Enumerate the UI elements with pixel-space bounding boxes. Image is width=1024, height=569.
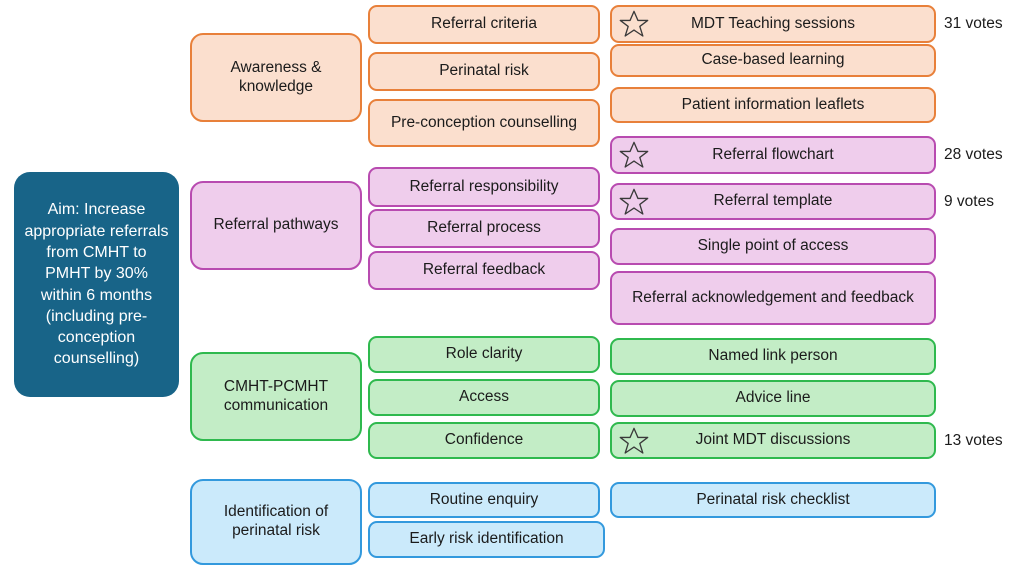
secondary-driver-awareness-2[interactable]: Pre-conception counselling — [368, 99, 600, 147]
change-idea-cmht-pcmht-communication-2-label: Joint MDT discussions — [695, 431, 851, 449]
driver-box-cmht-pcmht-communication[interactable]: CMHT-PCMHT communication — [190, 352, 362, 441]
driver-box-awareness[interactable]: Awareness & knowledge — [190, 33, 362, 122]
driver-box-cmht-pcmht-communication-label: CMHT-PCMHT communication — [223, 377, 329, 414]
secondary-driver-cmht-pcmht-communication-2[interactable]: Confidence — [368, 422, 600, 459]
secondary-driver-referral-pathways-0-label: Referral responsibility — [409, 177, 559, 195]
secondary-driver-cmht-pcmht-communication-1[interactable]: Access — [368, 379, 600, 416]
driver-box-referral-pathways[interactable]: Referral pathways — [190, 181, 362, 270]
secondary-driver-referral-pathways-0[interactable]: Referral responsibility — [368, 167, 600, 207]
secondary-driver-awareness-1[interactable]: Perinatal risk — [368, 52, 600, 91]
aim-box-label: Aim: Increase appropriate referrals from… — [24, 201, 169, 368]
secondary-driver-cmht-pcmht-communication-0-label: Role clarity — [445, 345, 523, 363]
secondary-driver-referral-pathways-1[interactable]: Referral process — [368, 209, 600, 248]
secondary-driver-awareness-2-label: Pre-conception counselling — [390, 113, 578, 131]
change-idea-awareness-2[interactable]: Patient information leaflets — [610, 87, 936, 123]
secondary-driver-identification-perinatal-risk-1[interactable]: Early risk identification — [368, 521, 605, 558]
secondary-driver-awareness-0[interactable]: Referral criteria — [368, 5, 600, 44]
secondary-driver-referral-pathways-1-label: Referral process — [427, 219, 541, 237]
change-idea-identification-perinatal-risk-0[interactable]: Perinatal risk checklist — [610, 482, 936, 518]
change-idea-awareness-1[interactable]: Case-based learning — [610, 44, 936, 77]
change-idea-cmht-pcmht-communication-1[interactable]: Advice line — [610, 380, 936, 417]
change-idea-cmht-pcmht-communication-0[interactable]: Named link person — [610, 338, 936, 375]
change-idea-awareness-0[interactable]: MDT Teaching sessions — [610, 5, 936, 43]
secondary-driver-cmht-pcmht-communication-0[interactable]: Role clarity — [368, 336, 600, 373]
secondary-driver-awareness-0-label: Referral criteria — [431, 15, 537, 33]
secondary-driver-cmht-pcmht-communication-1-label: Access — [459, 388, 509, 406]
star-icon — [619, 426, 649, 456]
votes-label-referral-pathways-0: 28 votes — [944, 146, 1003, 163]
change-idea-identification-perinatal-risk-0-label: Perinatal risk checklist — [696, 490, 850, 508]
secondary-driver-awareness-1-label: Perinatal risk — [439, 62, 529, 80]
secondary-driver-referral-pathways-2[interactable]: Referral feedback — [368, 251, 600, 290]
change-idea-referral-pathways-2-label: Single point of access — [697, 237, 849, 255]
votes-label-cmht-pcmht-communication-2: 13 votes — [944, 431, 1003, 449]
change-idea-awareness-0-label: MDT Teaching sessions — [691, 14, 855, 32]
aim-box: Aim: Increase appropriate referrals from… — [14, 172, 179, 397]
change-idea-cmht-pcmht-communication-2[interactable]: Joint MDT discussions — [610, 422, 936, 459]
votes-label-referral-pathways-1: 9 votes — [944, 192, 994, 210]
secondary-driver-cmht-pcmht-communication-2-label: Confidence — [444, 431, 524, 449]
star-icon — [619, 140, 649, 170]
secondary-driver-identification-perinatal-risk-1-label: Early risk identification — [409, 530, 564, 548]
change-idea-cmht-pcmht-communication-0-label: Named link person — [708, 347, 838, 365]
driver-box-awareness-label: Awareness & knowledge — [230, 58, 322, 95]
star-icon — [619, 9, 649, 39]
secondary-driver-referral-pathways-2-label: Referral feedback — [422, 261, 546, 279]
change-idea-referral-pathways-3-label: Referral acknowledgement and feedback — [632, 288, 914, 306]
change-idea-referral-pathways-1[interactable]: Referral template — [610, 183, 936, 220]
change-idea-cmht-pcmht-communication-1-label: Advice line — [735, 389, 811, 407]
change-idea-referral-pathways-0-label: Referral flowchart — [712, 145, 834, 163]
change-idea-awareness-2-label: Patient information leaflets — [681, 95, 865, 113]
driver-box-identification-perinatal-risk-label: Identification of perinatal risk — [223, 503, 329, 539]
change-idea-referral-pathways-2[interactable]: Single point of access — [610, 228, 936, 265]
secondary-driver-identification-perinatal-risk-0-label: Routine enquiry — [429, 490, 539, 508]
driver-box-referral-pathways-label: Referral pathways — [213, 216, 339, 234]
star-icon — [619, 187, 649, 217]
change-idea-referral-pathways-0[interactable]: Referral flowchart — [610, 136, 936, 174]
change-idea-referral-pathways-1-label: Referral template — [713, 192, 833, 210]
driver-box-identification-perinatal-risk[interactable]: Identification of perinatal risk — [190, 479, 362, 565]
change-idea-awareness-1-label: Case-based learning — [701, 51, 845, 69]
secondary-driver-identification-perinatal-risk-0[interactable]: Routine enquiry — [368, 482, 600, 518]
votes-label-awareness-0: 31 votes — [944, 15, 1003, 32]
change-idea-referral-pathways-3[interactable]: Referral acknowledgement and feedback — [610, 271, 936, 325]
